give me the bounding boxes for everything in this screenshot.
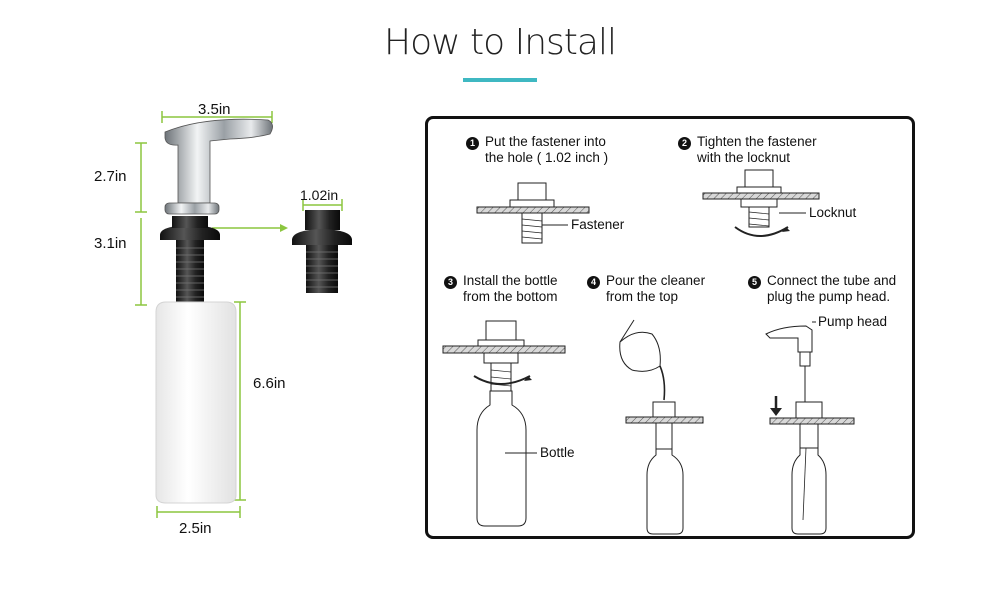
locknut-callout: Locknut bbox=[809, 205, 857, 220]
instructions-panel bbox=[425, 116, 915, 539]
step-5-text: Connect the tube and plug the pump head. bbox=[767, 273, 896, 305]
step-5-line-2: plug the pump head. bbox=[767, 289, 891, 304]
fastener-callout: Fastener bbox=[571, 217, 625, 232]
bottle-callout: Bottle bbox=[540, 445, 575, 460]
pump-width-label: 3.5in bbox=[198, 101, 231, 118]
step-1-line-1: Put the fastener into bbox=[485, 134, 606, 149]
step-1-badge: 1 bbox=[466, 137, 479, 150]
step-4-line-1: Pour the cleaner bbox=[606, 273, 706, 288]
step-2-badge: 2 bbox=[678, 137, 691, 150]
step-3-line-1: Install the bottle bbox=[463, 273, 558, 288]
step-3-text: Install the bottle from the bottom bbox=[463, 273, 558, 305]
page-title: How to Install bbox=[384, 22, 617, 63]
step-3-badge: 3 bbox=[444, 276, 457, 289]
step-3-line-2: from the bottom bbox=[463, 289, 558, 304]
bottle-width-label: 2.5in bbox=[179, 520, 212, 537]
product-illustration bbox=[135, 111, 352, 518]
step-2-line-1: Tighten the fastener bbox=[697, 134, 817, 149]
step-2-line-2: with the locknut bbox=[697, 150, 791, 165]
step-2-text: Tighten the fastener with the locknut bbox=[697, 134, 817, 166]
title-underline bbox=[463, 78, 537, 82]
pump-height-label: 2.7in bbox=[94, 168, 127, 185]
step-5-badge: 5 bbox=[748, 276, 761, 289]
pump-head-callout: Pump head bbox=[818, 314, 888, 329]
step-1-line-2: the hole ( 1.02 inch ) bbox=[485, 150, 609, 165]
step-1-text: Put the fastener into the hole ( 1.02 in… bbox=[485, 134, 608, 166]
fastener-diameter-label: 1.02in bbox=[300, 187, 339, 203]
step-4-text: Pour the cleaner from the top bbox=[606, 273, 705, 305]
step-4-badge: 4 bbox=[587, 276, 600, 289]
bottle-height-label: 6.6in bbox=[253, 375, 286, 392]
step-4-line-2: from the top bbox=[606, 289, 679, 304]
shaft-height-label: 3.1in bbox=[94, 235, 127, 252]
step-5-line-1: Connect the tube and bbox=[767, 273, 897, 288]
